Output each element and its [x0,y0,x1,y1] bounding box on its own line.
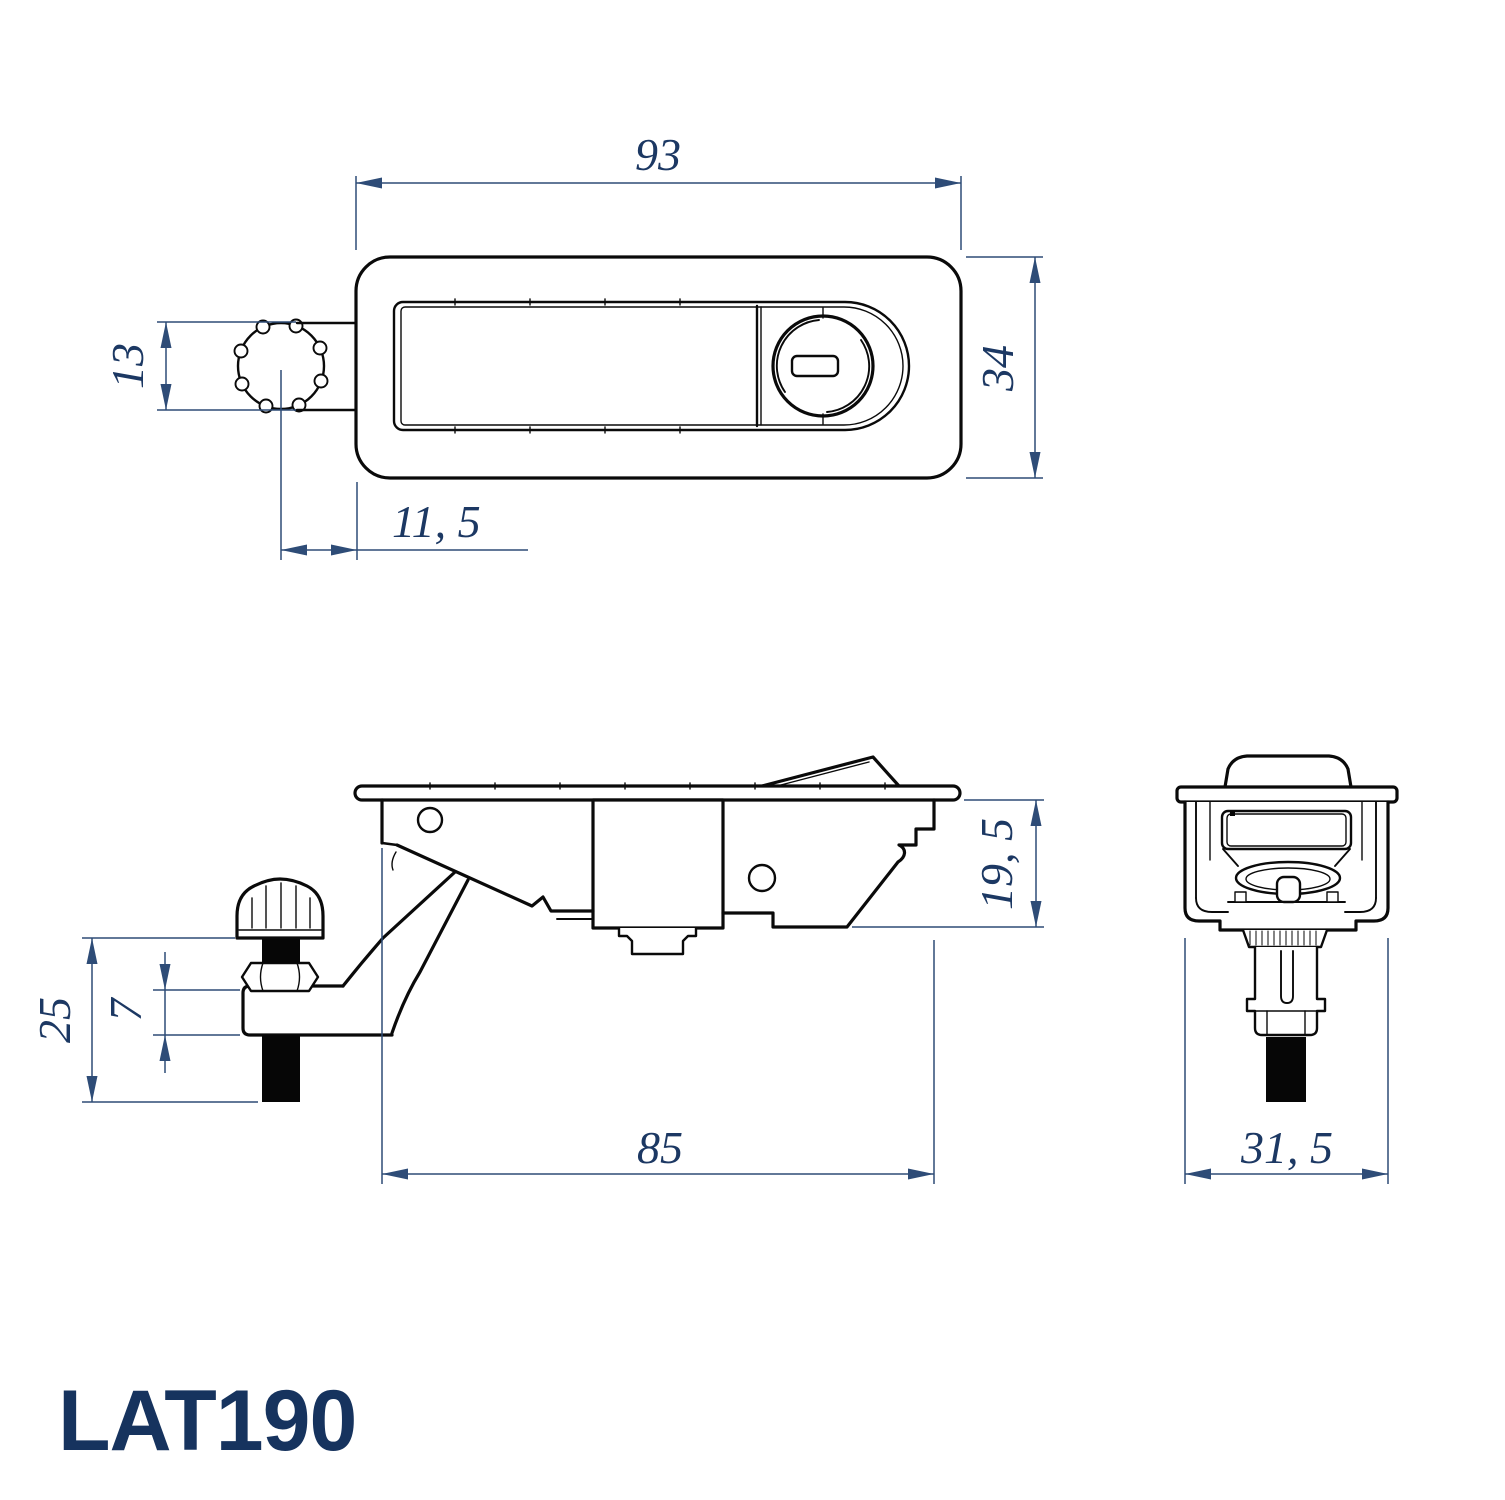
arrowhead [382,1168,408,1180]
arrowhead [1030,800,1042,826]
dim-overall-height-label: 34 [972,345,1023,392]
front-view [233,255,963,480]
threaded-stud-end [1266,1037,1306,1102]
dim-knob-offset: 11, 5 [280,370,528,560]
lever-arm-edge-b [390,878,470,1035]
cam-tab [1275,875,1302,904]
arrowhead [160,322,172,348]
dim-overall-width-label: 93 [635,129,681,180]
dim-arm-thickness: 7 [100,952,240,1073]
dim-knob-diameter: 13 [102,321,296,411]
cam-plug [617,926,698,956]
collar-serrations [1249,930,1317,946]
floor-notch-right [1326,891,1339,903]
end-view [1175,754,1399,1102]
arrowhead [159,1035,171,1061]
arrowhead [1029,257,1041,283]
dim-overall-width: 93 [355,129,962,250]
dim-mounting-length: 85 [381,848,935,1184]
dim-knob-diameter-label: 13 [102,343,153,389]
rim-serration-ticks [454,298,681,434]
stem [1245,945,1327,1037]
arrowhead [281,544,307,556]
dim-grip-height-label: 25 [29,997,80,1043]
arrowhead [1029,452,1041,478]
dim-arm-thickness-label: 7 [100,997,151,1022]
arrowhead [908,1168,934,1180]
dim-body-width-label: 31, 5 [1240,1122,1333,1173]
rivet-hole-left [416,806,444,834]
hex-nut-facet-right [296,962,301,992]
key-cylinder-inner-arc-left [775,319,820,393]
threaded-stud-side [262,1035,300,1102]
recess-rim-outer [392,300,911,432]
latch-window [1220,809,1353,851]
dim-overall-height: 34 [966,256,1043,479]
rivet-hole-right [747,863,777,893]
lever-arm-edge-a [341,870,457,988]
keyhole-slot [790,354,840,378]
key-cylinder-inner-arc-right [826,339,871,413]
arrowhead [331,544,357,556]
window-corner-tick [1230,811,1235,816]
body-right-profile [721,798,936,929]
body-left-wall-step [380,841,399,847]
inner-shell-walls [1195,801,1377,913]
recess-slant-left [1222,848,1239,867]
knob-knurl-grooves [251,882,311,929]
clamp-bracket [241,984,394,1037]
hex-nut [240,961,320,993]
dim-mounting-length-label: 85 [637,1122,683,1173]
arrowhead [356,177,382,189]
push-button-dome [1223,754,1353,789]
arrowhead [1362,1168,1388,1180]
arrowhead [159,964,171,990]
recess-slant-right [1334,848,1351,867]
adjuster-knob-side [235,877,325,940]
dim-body-width: 31, 5 [1184,938,1389,1184]
hex-nut-facet-left [259,962,264,992]
wall-fold-arc [391,851,397,871]
arrowhead [86,938,98,964]
dim-body-depth: 19, 5 [852,799,1044,928]
support-bracket-edge [395,843,595,913]
mounting-flange-end [1175,785,1399,804]
cam-block [591,798,725,930]
recess-rim-inner [400,306,904,426]
arrowhead [86,1076,98,1102]
mounting-flange-side [353,784,962,802]
arrowhead [160,384,172,410]
latch-lever-inner-line [776,761,870,787]
product-code-label: LAT190 [58,1373,356,1469]
dim-body-depth-label: 19, 5 [971,818,1022,910]
arrowhead [935,177,961,189]
threaded-neck [262,938,300,963]
arrowhead [1185,1168,1211,1180]
side-view [235,755,962,1102]
dim-grip-height: 25 [29,937,258,1103]
stem-slot [1280,950,1294,1004]
flange-serration-ticks [429,782,886,790]
latch-window-inner [1226,813,1347,847]
floor-notch-left [1234,891,1247,903]
arrowhead [1030,901,1042,927]
dim-knob-offset-label: 11, 5 [392,496,481,547]
